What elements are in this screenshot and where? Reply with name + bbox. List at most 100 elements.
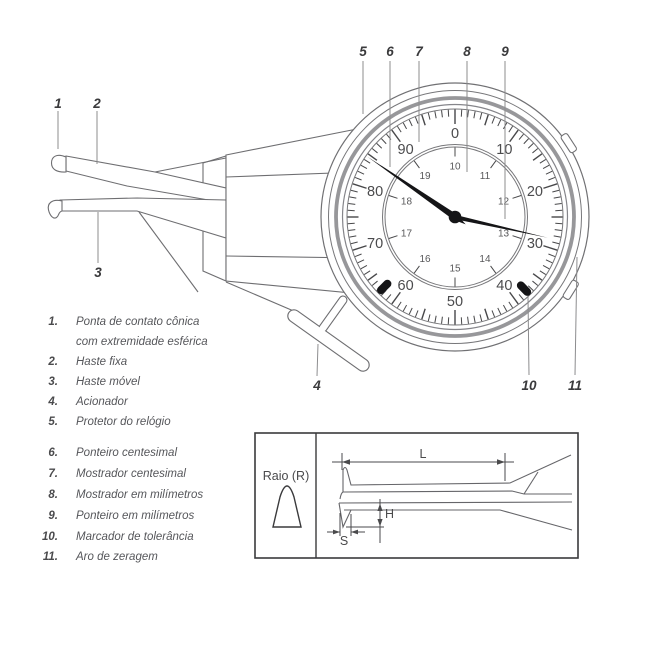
legend-text: com extremidade esférica xyxy=(76,336,208,348)
dial-number-40: 40 xyxy=(496,278,512,294)
dim-S xyxy=(327,513,365,536)
dial-tick xyxy=(391,291,401,305)
dial-tick xyxy=(348,229,356,231)
dial-number-50: 50 xyxy=(447,294,463,310)
legend-item-1b: com extremidade esférica xyxy=(30,336,208,348)
mm-dial-number-19: 19 xyxy=(419,171,431,182)
dial-tick xyxy=(427,314,431,322)
legend-text: Aro de zeragem xyxy=(76,551,158,563)
dial-tick xyxy=(371,148,378,154)
dial-tick xyxy=(386,294,392,301)
dial-tick xyxy=(473,111,476,119)
dial-tick xyxy=(396,125,402,133)
dial-tick xyxy=(518,294,524,301)
mm-dial-ring-inner xyxy=(384,146,526,288)
legend-item-9: 9. Ponteiro em milímetros xyxy=(30,510,194,522)
dial-tick xyxy=(508,125,514,133)
dim-S-label: S xyxy=(340,534,348,548)
callout-8: 8 xyxy=(463,44,471,59)
dial-tick xyxy=(441,110,443,118)
dim-L xyxy=(332,453,514,481)
callout-5: 5 xyxy=(359,44,367,59)
legend-item-1: 1. Ponta de contato cônica xyxy=(30,316,199,328)
callout-4: 4 xyxy=(312,378,321,393)
dial-tick xyxy=(484,308,489,320)
mm-dial-number-18: 18 xyxy=(401,197,413,208)
leader-11 xyxy=(574,256,578,376)
dial-tick xyxy=(539,158,547,164)
dial-tick xyxy=(352,183,367,189)
dial-tick xyxy=(554,229,562,231)
dial-tick xyxy=(545,170,553,175)
dial-tick xyxy=(354,176,362,181)
tolerance-marker xyxy=(516,281,532,296)
detail-box-border xyxy=(254,432,579,559)
dial-tick xyxy=(396,301,402,309)
radius-tip-shape xyxy=(272,485,302,528)
legend-item-3: 3. Haste móvel xyxy=(30,376,140,388)
dial-tick xyxy=(381,138,387,145)
centesimal-needle xyxy=(367,156,466,225)
dial-tick xyxy=(350,241,358,245)
tick-ring xyxy=(346,108,564,326)
dial-tick xyxy=(391,129,401,143)
dial-tick xyxy=(421,308,426,320)
mm-dial-number-13: 13 xyxy=(498,228,510,239)
dial-tick xyxy=(545,259,553,264)
mm-dial-number-12: 12 xyxy=(498,197,510,208)
dial-tick xyxy=(360,264,368,270)
upper-contact-tip xyxy=(50,154,67,173)
mm-dial-tick xyxy=(388,195,398,199)
dial-tick xyxy=(532,153,543,161)
bezel-ring-2 xyxy=(328,90,582,344)
legend-item-7: 7. Mostrador centesimal xyxy=(30,468,186,480)
legend-text: Mostrador em milímetros xyxy=(76,489,204,501)
callout-7: 7 xyxy=(415,44,424,59)
measuring-arms xyxy=(47,154,297,313)
dial-tick xyxy=(552,189,560,193)
legend-text: Protetor do relógio xyxy=(76,416,171,428)
mm-dial-number-17: 17 xyxy=(401,228,413,239)
legend-item-5: 5. Protetor do relógio xyxy=(30,416,171,428)
legend-text: Ponteiro em milímetros xyxy=(76,510,195,522)
lower-contact-tip xyxy=(47,199,63,219)
dial-tick xyxy=(491,310,496,318)
dial-tick xyxy=(543,245,558,251)
dial-tick xyxy=(348,203,356,205)
dial-tick xyxy=(402,122,408,130)
dial-tick xyxy=(363,158,371,164)
dial-tick xyxy=(363,270,371,276)
dial-tick xyxy=(434,315,437,323)
legend-num: 6. xyxy=(48,447,58,459)
dial-number-80: 80 xyxy=(367,184,383,200)
dial-number-0: 0 xyxy=(451,126,459,142)
legend-text: Ponta de contato cônica xyxy=(76,316,200,328)
mm-dial-tick xyxy=(413,265,420,274)
dial-tick xyxy=(553,196,561,199)
leader-10 xyxy=(527,296,530,376)
dial-tick xyxy=(421,114,426,126)
legend-item-8: 8. Mostrador em milímetros xyxy=(30,489,203,501)
callout-2: 2 xyxy=(92,96,101,111)
dial-tick xyxy=(491,116,496,124)
legend-text: Ponteiro centesimal xyxy=(76,447,177,459)
dial-number-60: 60 xyxy=(398,278,414,294)
legend-item-2: 2. Haste fixa xyxy=(30,356,127,368)
dial-tick xyxy=(467,316,469,324)
mm-dial-tick xyxy=(413,160,420,169)
dial-tick xyxy=(354,253,362,258)
legend-text: Haste fixa xyxy=(76,356,128,368)
tip-profile-drawing xyxy=(338,454,573,531)
legend-item-4: 4. Acionador xyxy=(30,396,127,408)
dial-tick xyxy=(527,143,534,149)
dial-tick xyxy=(502,304,508,312)
dial-tick xyxy=(509,291,519,305)
dial-tick xyxy=(367,153,378,161)
dial-tick xyxy=(553,235,561,238)
dial-number-20: 20 xyxy=(527,184,543,200)
leader-4 xyxy=(316,343,319,377)
callout-3: 3 xyxy=(94,265,102,280)
